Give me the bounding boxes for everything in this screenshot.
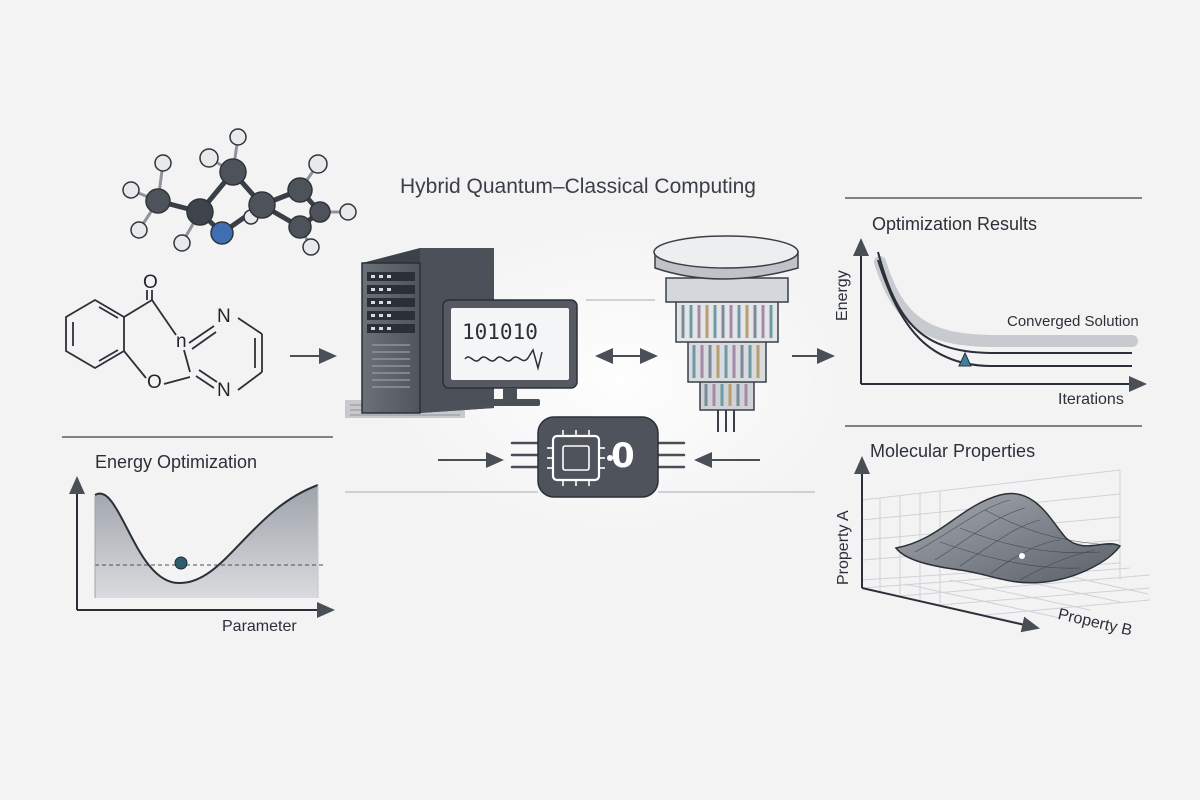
property-surface: [894, 492, 1122, 584]
energy-chart: [69, 476, 335, 618]
diagram-title: Hybrid Quantum–Classical Computing: [400, 175, 756, 198]
results-x-label: Iterations: [1058, 391, 1124, 408]
atom-label-n-mid: n: [176, 331, 187, 352]
converged-marker: [958, 351, 972, 367]
energy-curve: [94, 484, 319, 585]
monitor-icon: [442, 299, 578, 406]
results-curve-2: [877, 259, 1132, 367]
results-y-label: Energy: [834, 270, 851, 321]
quantum-computer-icon: [653, 235, 799, 432]
properties-x-axis: [861, 587, 1040, 633]
atom-label-o-top: O: [143, 272, 158, 293]
properties-chart: [854, 456, 1151, 633]
energy-area: [95, 485, 318, 598]
energy-panel-title: Energy Optimization: [95, 452, 258, 472]
results-panel-title: Optimization Results: [872, 214, 1038, 234]
connector-lines: [345, 299, 815, 493]
energy-x-label: Parameter: [222, 618, 297, 635]
properties-panel-title: Molecular Properties: [870, 441, 1036, 461]
flow-arrows: [290, 348, 835, 468]
surface-point: [1019, 553, 1025, 559]
atom-label-o-bottom: O: [147, 372, 162, 393]
results-curve-1: [877, 251, 1132, 354]
results-annotation: Converged Solution: [1007, 313, 1139, 330]
chip-qubit-label: 0: [611, 436, 635, 476]
properties-y-label: Property A: [835, 510, 852, 585]
quantum-chip-icon: [510, 416, 686, 498]
monitor-binary-text: 101010: [462, 320, 538, 344]
waveform-icon: [464, 348, 543, 371]
atom-label-n-bottom: N: [217, 380, 231, 401]
results-chart: [853, 238, 1147, 392]
atom-label-n-top: N: [217, 306, 231, 327]
structure-formula-icon: [65, 290, 263, 391]
energy-minimum-point: [174, 556, 188, 570]
molecule-atoms: [122, 128, 357, 256]
